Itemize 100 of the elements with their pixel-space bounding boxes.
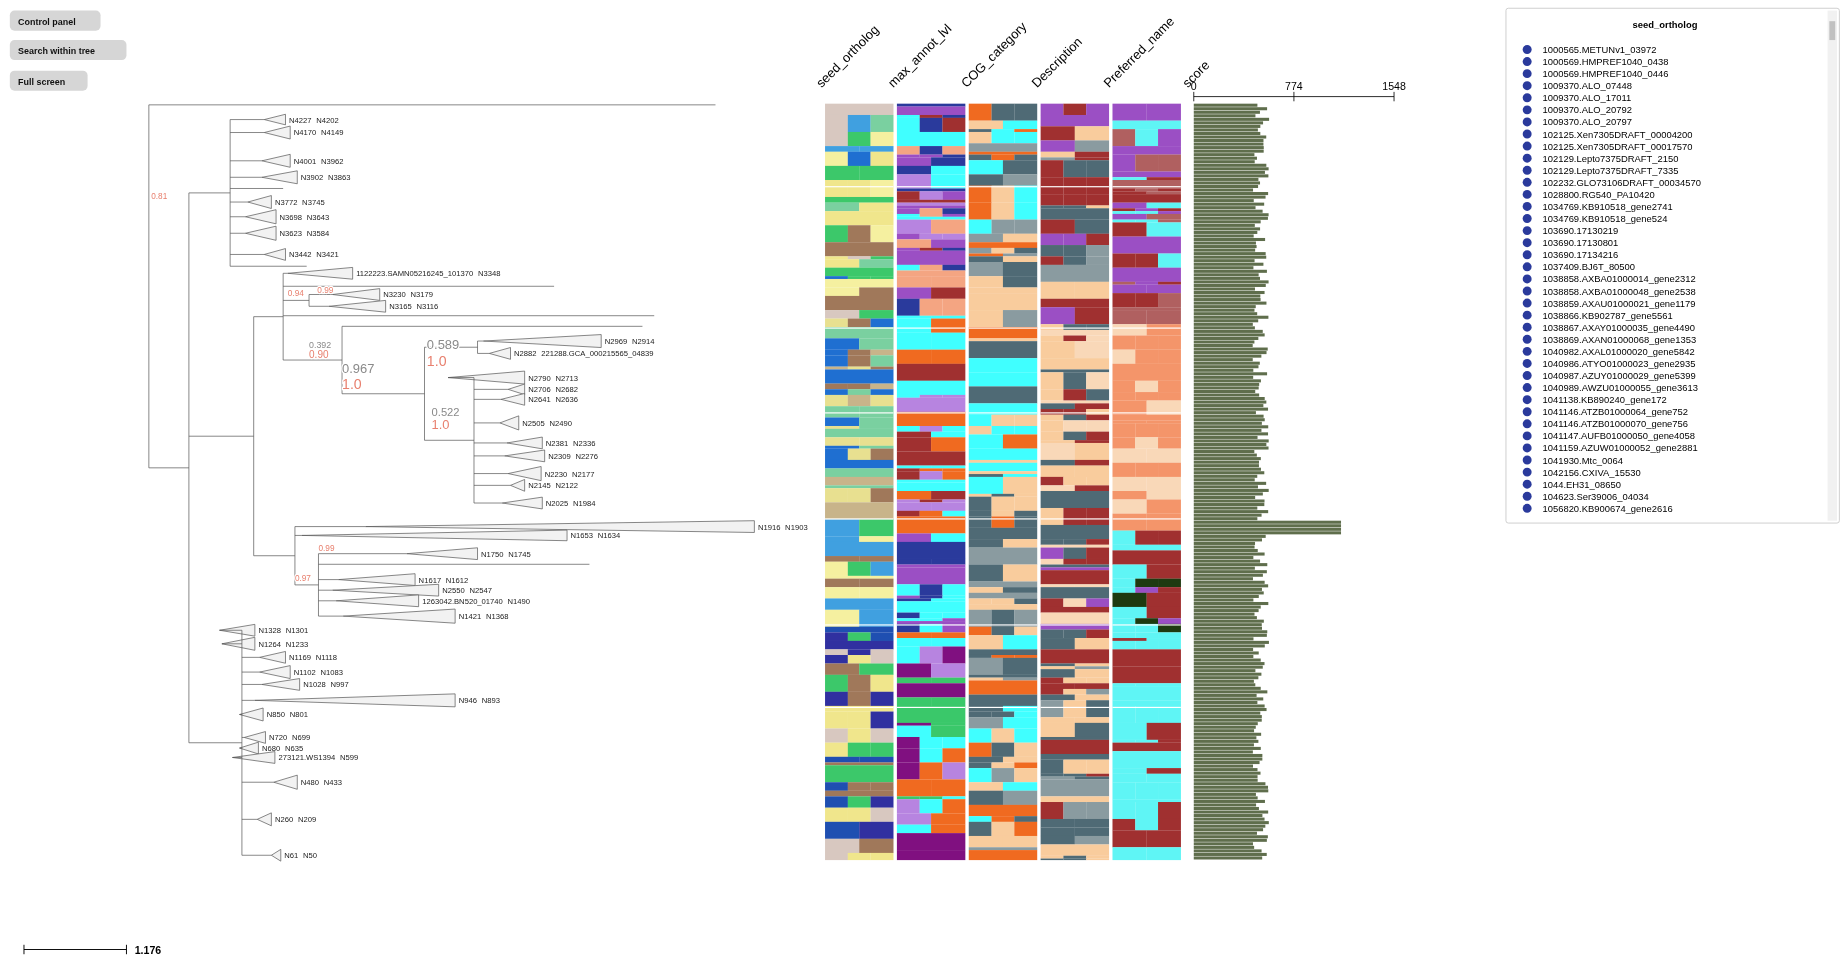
leaf-label: N4149	[320, 128, 344, 138]
legend-label: 1034769.KB910518_gene2741	[1542, 201, 1673, 212]
legend-label: 1038867.AXAY01000035_gene4490	[1542, 321, 1696, 333]
leaf-label: N1328	[258, 626, 281, 636]
search-button: Search within tree	[9, 40, 127, 61]
leaf-label: N1750	[481, 549, 504, 559]
legend-label: 1009370.ALO_20792	[1542, 104, 1632, 116]
support-value: 0.392	[309, 339, 332, 350]
control-panel-button: Control panel	[9, 10, 101, 31]
leaf-label: N3623	[279, 229, 303, 239]
leaf-label: N2547	[469, 586, 492, 596]
leaf-label: N699	[292, 733, 311, 743]
leaf-label: N2969	[604, 337, 628, 346]
legend-label: 1000569.HMPREF1040_0446	[1542, 68, 1669, 80]
leaf-label: N1653	[570, 531, 594, 541]
leaf-label: 1263042.BN520_01740	[422, 596, 503, 606]
leaf-label: N2790	[528, 373, 551, 383]
legend-label: 1041146.ATZB01000064_gene752	[1542, 406, 1689, 418]
legend-label: 1056820.KB900674_gene2616	[1542, 502, 1673, 514]
full-screen-button: Full screen	[9, 70, 88, 91]
leaf-label: N2641	[528, 395, 551, 405]
leaf-label: N1612	[445, 575, 469, 585]
legend-label: 102125.Xen7305DRAFT_00004200	[1542, 128, 1693, 140]
leaf-label: N4227	[289, 115, 312, 125]
leaf-label: N2505	[522, 418, 545, 428]
leaf-label: N4001	[293, 156, 317, 166]
support-value: 0.99	[317, 286, 334, 296]
axis-tick-label: 774	[1285, 79, 1303, 92]
legend-label: 1040982.AXAL01000020_gene5842	[1542, 345, 1695, 357]
legend-label: 1041147.AUFB01000050_gene4058	[1542, 430, 1696, 442]
leaf-label: N680	[261, 744, 281, 753]
leaf-label: N1233	[285, 639, 309, 649]
legend-label: 1038858.AXBA01000048_gene2538	[1542, 285, 1696, 297]
legend-label: 1038869.AXAN01000068_gene1353	[1542, 333, 1697, 345]
leaf-label: N61	[284, 851, 299, 861]
legend-label: 1028800.RG540_PA10420	[1542, 188, 1655, 200]
leaf-label: N260	[274, 815, 294, 825]
support-value: 1.0	[342, 375, 362, 392]
leaf-label: N2309	[548, 451, 571, 461]
legend-title: seed_ortholog	[1632, 19, 1698, 31]
legend-label: 1041146.ATZB01000070_gene756	[1542, 418, 1689, 430]
leaf-label: N2145	[528, 481, 551, 491]
leaf-label: N3442	[289, 250, 312, 260]
leaf-label: N3962	[320, 156, 344, 166]
legend-label: 102129.Lepto7375DRAFT_7335	[1542, 164, 1679, 176]
legend-label: 102129.Lepto7375DRAFT_2150	[1542, 152, 1679, 164]
leaf-label: N1028	[303, 680, 326, 690]
leaf-label: N1368	[485, 612, 509, 622]
leaf-label: N720	[269, 733, 288, 743]
axis-tick-label: 1548	[1382, 79, 1406, 92]
leaf-label: N1301	[285, 626, 309, 636]
leaf-label: N893	[481, 696, 500, 706]
leaf-label: N1617	[418, 575, 442, 585]
leaf-label: N850	[266, 710, 285, 720]
leaf-label: N2177	[571, 469, 595, 479]
leaf-label: N2276	[575, 451, 598, 461]
support-value: 0.967	[342, 361, 375, 377]
leaf-label: N3421	[316, 250, 339, 260]
leaf-label: 273121.WS1394	[278, 753, 336, 763]
legend-label: 104623.Ser39006_04034	[1542, 490, 1649, 502]
legend-label: 103690.17130801	[1542, 237, 1619, 249]
legend-label: 1041138.KB890240_gene172	[1542, 394, 1667, 406]
leaf-label: N3348	[478, 269, 501, 279]
leaf-label: N635	[284, 744, 304, 753]
leaf-label: N946	[458, 696, 477, 706]
legend-label: 1038866.KB902787_gene5561	[1542, 309, 1673, 321]
leaf-label: N2336	[573, 438, 596, 448]
leaf-label: N1169	[289, 653, 311, 663]
leaf-label: N801	[289, 710, 308, 720]
leaf-label: N2706	[528, 385, 551, 395]
legend-label: 102125.Xen7305DRAFT_00017570	[1542, 140, 1693, 152]
leaf-label: N3230	[383, 290, 406, 300]
support-value: 0.94	[287, 288, 304, 298]
legend-label: 1009370.ALO_07448	[1542, 80, 1632, 92]
leaf-label: N3772	[274, 198, 298, 207]
leaf-label: N1745	[508, 549, 531, 559]
leaf-label: N3179	[410, 290, 433, 300]
legend-label: 103690.17134216	[1542, 249, 1619, 261]
leaf-label: N1634	[597, 531, 621, 541]
leaf-label: N997	[330, 680, 349, 690]
leaf-label: N3165	[389, 302, 412, 312]
support-value: 0.97	[294, 573, 311, 583]
leaf-label: N1903	[785, 522, 808, 532]
leaf-label: N3902	[300, 173, 324, 183]
leaf-label: N1118	[315, 653, 338, 663]
support-value: 0.99	[318, 544, 335, 554]
support-value: 0.81	[151, 192, 168, 202]
leaf-label: N2882	[514, 349, 537, 359]
leaf-label: N3116	[416, 302, 439, 312]
legend-label: 1009370.ALO_17011	[1542, 92, 1632, 104]
leaf-label: N1984	[573, 498, 596, 508]
leaf-label: N2682	[555, 385, 578, 395]
support-value: 0.522	[431, 405, 460, 418]
leaf-label: N2713	[555, 373, 578, 383]
leaf-label: N209	[297, 815, 317, 825]
leaf-label: N433	[323, 778, 343, 788]
legend-label: 1041159.AZUW01000052_gene2881	[1542, 442, 1698, 454]
leaf-label: N1916	[757, 522, 781, 532]
leaf-label: N1490	[507, 596, 531, 606]
leaf-label: N1264	[258, 639, 281, 649]
